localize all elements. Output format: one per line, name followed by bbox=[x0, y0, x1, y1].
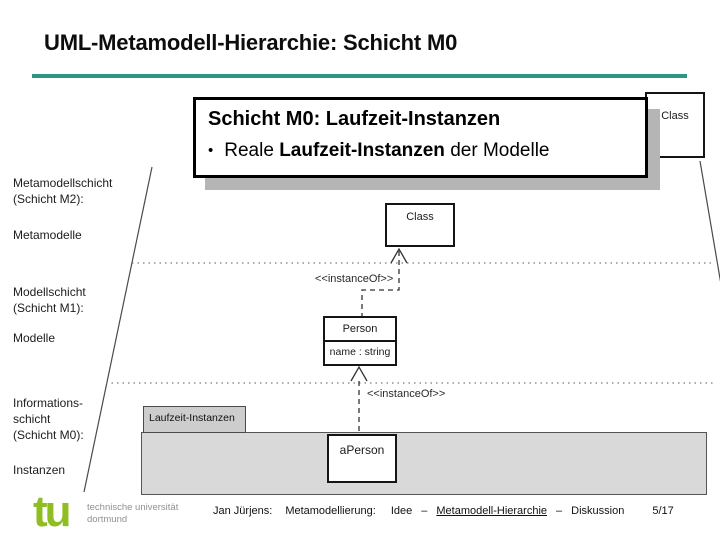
footer-separator-1: – bbox=[421, 505, 428, 517]
instanceof-connector-upper bbox=[361, 251, 400, 316]
footer-section-idee: Idee bbox=[390, 505, 413, 517]
footer-author: Jan Jürjens: bbox=[213, 505, 273, 517]
runtime-instances-tab: Laufzeit-Instanzen bbox=[143, 406, 246, 433]
label-model-layer: Modellschicht (Schicht M1): bbox=[13, 284, 86, 316]
left-perspective-line bbox=[83, 166, 153, 493]
label-metamodel-layer: Metamodellschicht (Schicht M2): bbox=[13, 175, 112, 207]
label-model-layer-line2: (Schicht M1): bbox=[13, 301, 84, 315]
callout-bullet-bold: Laufzeit-Instanzen bbox=[279, 140, 445, 161]
label-modelle: Modelle bbox=[13, 331, 56, 345]
label-model-layer-line1: Modellschicht bbox=[13, 285, 86, 299]
bullet-icon: • bbox=[208, 142, 214, 159]
tu-logo-text-line2: dortmund bbox=[87, 513, 128, 525]
footer-section-current: Metamodell-Hierarchie bbox=[436, 505, 548, 517]
page-title: UML-Metamodell-Hierarchie: Schicht M0 bbox=[44, 30, 458, 55]
title-underline bbox=[32, 74, 687, 78]
footer-section-diskussion: Diskussion bbox=[571, 505, 625, 517]
label-metamodel-layer-line2: (Schicht M2): bbox=[13, 192, 84, 206]
uml-class-box-top-right: Class bbox=[645, 92, 705, 158]
label-instanzen: Instanzen bbox=[13, 463, 66, 477]
right-perspective-line bbox=[699, 160, 720, 282]
tu-dortmund-logo: tu bbox=[33, 487, 71, 536]
footer-topic: Metamodellierung: bbox=[285, 505, 376, 517]
tu-dortmund-logo-text: technische universität dortmund bbox=[87, 502, 178, 525]
callout-bullet-suffix: der Modelle bbox=[444, 140, 550, 161]
instanceof-label-upper: <<instanceOf>> bbox=[315, 273, 394, 285]
label-metamodelle: Metamodelle bbox=[13, 228, 82, 242]
uml-class-box-m2: Class bbox=[385, 203, 455, 247]
label-information-layer-line1: Informations- bbox=[13, 396, 84, 410]
instanceof-arrowhead-upper-icon bbox=[390, 247, 408, 264]
uml-person-box-attribute: name : string bbox=[329, 346, 391, 358]
uml-person-box-title: Person bbox=[325, 318, 395, 342]
tu-logo-text-line1: technische universität bbox=[87, 502, 179, 513]
callout-bullet-line: • Reale Laufzeit-Instanzen der Modelle bbox=[208, 140, 633, 162]
label-information-layer: Informations- schicht (Schicht M0): bbox=[13, 395, 84, 443]
label-information-layer-line2: schicht bbox=[13, 412, 51, 426]
footer-separator-2: – bbox=[556, 505, 563, 517]
uml-person-box: Person name : string bbox=[323, 316, 397, 366]
callout-box: Schicht M0: Laufzeit-Instanzen • Reale La… bbox=[193, 97, 648, 178]
instanceof-label-lower: <<instanceOf>> bbox=[367, 388, 446, 400]
label-metamodel-layer-line1: Metamodellschicht bbox=[13, 176, 113, 190]
instanceof-arrowhead-lower-icon bbox=[350, 365, 368, 382]
footer-page-number: 5/17 bbox=[652, 505, 674, 517]
callout-bullet-prefix: Reale bbox=[224, 140, 280, 161]
uml-aperson-box: aPerson bbox=[327, 434, 397, 483]
callout-heading: Schicht M0: Laufzeit-Instanzen bbox=[208, 108, 501, 130]
footer-navigation: Jan Jürjens:Metamodellierung:Idee–Metamo… bbox=[213, 505, 674, 517]
runtime-instances-region bbox=[141, 432, 707, 495]
label-information-layer-line3: (Schicht M0): bbox=[13, 428, 84, 442]
